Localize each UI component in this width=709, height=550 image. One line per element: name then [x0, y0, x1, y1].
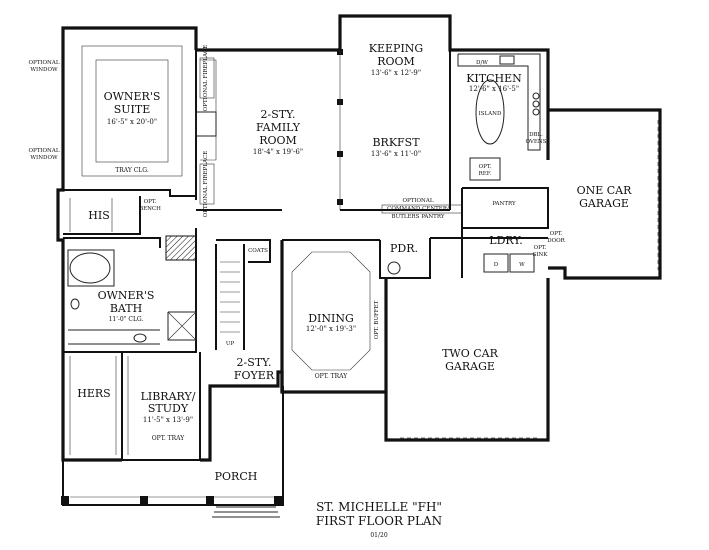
one-car-label-1: ONE CAR — [577, 184, 633, 197]
command-center-3: BUTLERS PANTRY — [392, 214, 445, 220]
command-center-1: OPTIONAL — [403, 198, 434, 204]
library-tray: OPT. TRAY — [152, 435, 186, 442]
command-center-2: COMMAND CENTER/ — [387, 206, 449, 212]
one-car-label-2: GARAGE — [579, 197, 629, 210]
owners-suite-label-1: OWNER'S — [104, 90, 161, 103]
opt-ref-1: OPT. — [479, 164, 492, 170]
dbl-ovens-2: OVENS — [526, 139, 547, 145]
optional-window-top-2: WINDOW — [30, 67, 58, 73]
dining-dims: 12'-0" x 19'-3" — [306, 325, 356, 333]
title-block: ST. MICHELLE "FH" FIRST FLOOR PLAN 01/20 — [316, 500, 442, 539]
laundry-label: LDRY. — [489, 234, 522, 247]
optional-window-mid-1: OPTIONAL — [29, 148, 60, 154]
dryer-label: D — [494, 262, 499, 268]
optional-window-mid-2: WINDOW — [30, 155, 58, 161]
library-label-2: STUDY — [148, 402, 189, 415]
up-label: UP — [226, 341, 235, 347]
opt-sink-2: SINK — [533, 252, 549, 258]
dbl-ovens-1: DBL. — [529, 132, 543, 138]
opt-sink-1: OPT. — [534, 245, 547, 251]
kitchen-dims: 12'-6" x 16'-5" — [469, 85, 519, 93]
keeping-room-label-1: KEEPING — [369, 42, 423, 55]
plan-title: ST. MICHELLE "FH" — [316, 500, 442, 514]
family-room-label-2: FAMILY — [256, 121, 301, 134]
family-room-dims: 18'-4" x 19'-6" — [253, 148, 303, 156]
plan-revision: 01/20 — [370, 532, 387, 539]
opt-buffet-label: OPT. BUFFET — [374, 300, 380, 339]
room-labels: OWNER'S SUITE 16'-5" x 20'-0" TRAY CLG. … — [77, 42, 632, 483]
kitchen-label: KITCHEN — [466, 72, 522, 85]
pantry-label: PANTRY — [492, 201, 516, 207]
island-label: ISLAND — [479, 111, 502, 117]
owners-bath-label-1: OWNER'S — [98, 289, 155, 302]
owners-bath-clg: 11'-0" CLG. — [109, 316, 144, 323]
owners-suite-label-2: SUITE — [114, 103, 151, 116]
plan-subtitle: FIRST FLOOR PLAN — [316, 514, 442, 528]
library-label-1: LIBRARY/ — [141, 390, 196, 403]
optional-fireplace-bottom: OPTIONAL FIREPLACE — [203, 151, 209, 217]
dw-label: D/W — [476, 60, 488, 66]
foyer-label-2: FOYER — [234, 369, 275, 382]
keeping-room-dims: 13'-6" x 12'-9" — [371, 69, 421, 77]
owners-suite-dims: 16'-5" x 20'-0" — [107, 118, 157, 126]
porch-label: PORCH — [215, 470, 258, 483]
plan-notes: OPTIONAL WINDOW OPTIONAL WINDOW OPT. BEN… — [29, 45, 566, 347]
breakfast-dims: 13'-6" x 11'-0" — [371, 150, 421, 158]
owners-bath-label-2: BATH — [110, 302, 142, 315]
dining-tray: OPT. TRAY — [315, 373, 349, 380]
breakfast-label: BRKFST — [372, 136, 420, 149]
foyer-label-1: 2-STY. — [237, 356, 272, 369]
two-car-label-2: GARAGE — [445, 360, 495, 373]
opt-ref-2: REF. — [479, 171, 492, 177]
family-room-label-3: ROOM — [259, 134, 297, 147]
opt-bench-1: OPT. — [144, 199, 157, 205]
pdr-label: PDR. — [390, 242, 418, 255]
coats-label: COATS — [248, 248, 268, 254]
opt-door-2: DOOR — [547, 238, 565, 244]
library-dims: 11'-5" x 13'-9" — [143, 416, 193, 424]
his-label: HIS — [88, 209, 109, 222]
two-car-label-1: TWO CAR — [442, 347, 499, 360]
owners-suite-tray: TRAY CLG. — [115, 167, 149, 174]
optional-window-top-1: OPTIONAL — [29, 60, 60, 66]
hers-label: HERS — [77, 387, 110, 400]
dining-label: DINING — [308, 312, 354, 325]
opt-door-1: OPT. — [550, 231, 563, 237]
optional-fireplace-top: OPTIONAL FIREPLACE — [203, 45, 209, 111]
interior-walls — [61, 28, 659, 518]
keeping-room-label-2: ROOM — [377, 55, 415, 68]
opt-bench-2: BENCH — [139, 206, 161, 212]
family-room-label-1: 2-STY. — [261, 108, 296, 121]
washer-label: W — [519, 262, 525, 268]
